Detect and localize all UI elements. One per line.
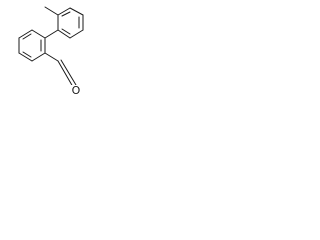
inner-double-bond-3	[61, 28, 71, 35]
methylphenyl-ring	[57, 7, 84, 39]
carbonyl-double-bond-inner	[60, 59, 77, 86]
bond-a1-a2	[57, 7, 71, 16]
carbonyl-double-bond-outer	[57, 60, 74, 88]
structure-canvas: O	[0, 0, 91, 99]
bond-b6-b1	[31, 29, 46, 39]
inner-double-bond-5	[22, 51, 32, 58]
skeletal-structure	[18, 6, 84, 88]
bond-b5-b6	[18, 29, 33, 39]
oxygen-atom-label: O	[71, 84, 81, 97]
biaryl-bond	[44, 29, 59, 39]
inner-double-bond-1	[61, 11, 71, 17]
methyl-bond	[44, 6, 59, 16]
bond-a2-a3	[69, 7, 84, 16]
bond-a4-a5	[69, 29, 84, 39]
bond-b3-b4	[18, 52, 33, 62]
aldehyde-carbon-bond	[44, 52, 59, 62]
bond-b2-b3	[31, 52, 46, 62]
inner-double-bond-6	[22, 33, 32, 40]
bond-a5-a6	[57, 29, 71, 39]
benzaldehyde-ring	[18, 29, 46, 62]
